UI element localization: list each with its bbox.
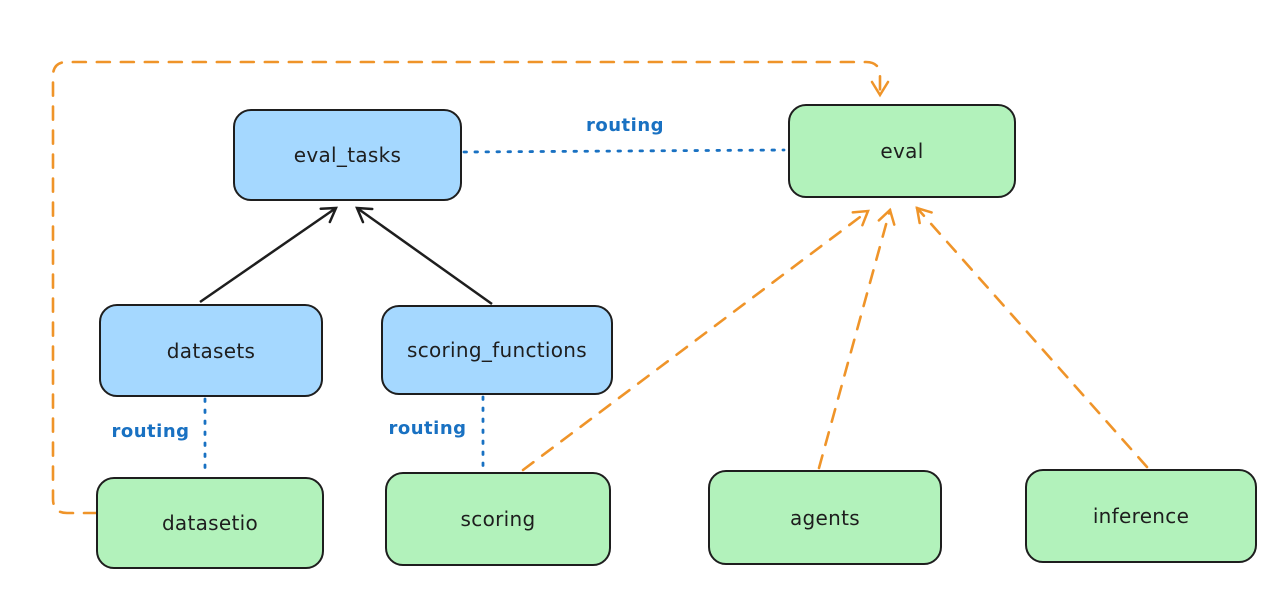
edge-agents-to-eval xyxy=(817,207,896,470)
edge-inference-to-eval xyxy=(915,206,1149,469)
node-eval-tasks-label: eval_tasks xyxy=(293,143,402,167)
edge-eval-tasks-to-eval-routing xyxy=(462,148,786,154)
node-scoring-label: scoring xyxy=(460,507,536,531)
edge-label-routing-scoring-functions-scoring: routing xyxy=(388,418,467,439)
node-scoring: scoring xyxy=(385,472,611,566)
edge-scoring-functions-to-eval-tasks xyxy=(355,206,493,306)
node-agents-label: agents xyxy=(790,505,860,530)
node-datasets-label: datasets xyxy=(166,338,256,363)
node-eval-label: eval xyxy=(880,139,924,163)
node-scoring-functions: scoring_functions xyxy=(381,305,613,395)
node-agents: agents xyxy=(708,470,942,565)
node-scoring-functions-label: scoring_functions xyxy=(406,338,588,362)
edge-label-routing-eval-tasks-eval: routing xyxy=(585,115,665,136)
node-datasets: datasets xyxy=(99,304,323,397)
edge-label-routing-datasets-datasetio: routing xyxy=(111,421,190,442)
node-inference-label: inference xyxy=(1092,504,1190,528)
node-inference: inference xyxy=(1025,469,1257,563)
edge-datasetio-to-eval xyxy=(51,60,890,515)
edge-datasets-to-eval-tasks xyxy=(199,206,338,304)
node-datasetio-label: datasetio xyxy=(161,511,259,535)
node-datasetio: datasetio xyxy=(96,477,324,569)
node-eval: eval xyxy=(788,104,1016,198)
node-eval-tasks: eval_tasks xyxy=(233,109,462,201)
